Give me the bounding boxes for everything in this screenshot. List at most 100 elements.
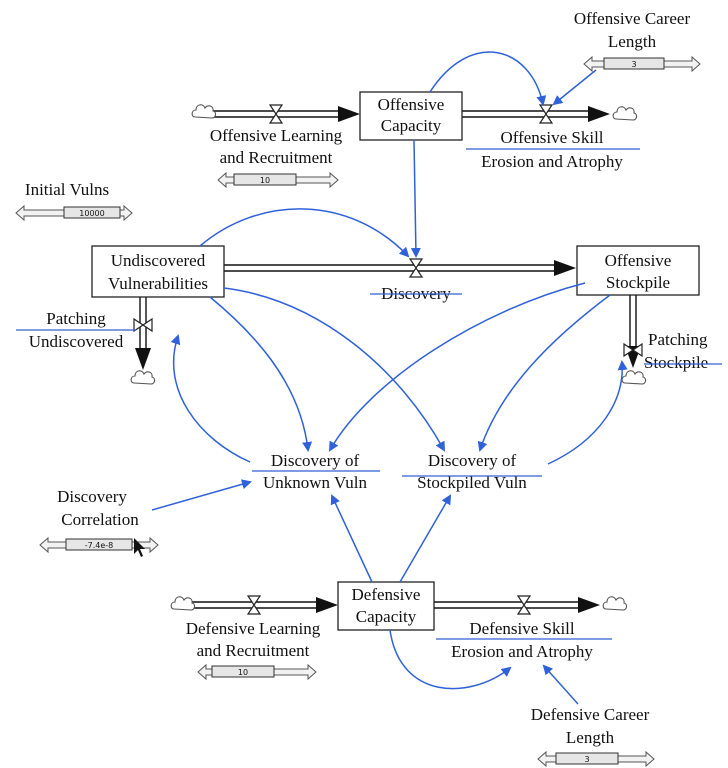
causal-link[interactable] — [199, 208, 410, 258]
causal-link[interactable] — [399, 494, 452, 583]
flow-label: Undiscovered — [29, 332, 124, 351]
param-label: Offensive Career — [574, 9, 691, 28]
value-slider[interactable]: 10000 — [15, 204, 133, 222]
stock-label: Capacity — [356, 607, 417, 626]
param-defensive-learning-rate[interactable]: 10 — [197, 663, 317, 681]
variable-label: Discovery of — [428, 451, 517, 470]
valve-icon — [246, 595, 262, 615]
causal-link[interactable] — [170, 334, 251, 463]
flow-patching-undiscovered[interactable]: Patching Undiscovered — [16, 309, 136, 351]
variable-discovery-stockpiled[interactable]: Discovery of Stockpiled Vuln — [402, 451, 542, 492]
stock-label: Vulnerabilities — [108, 274, 208, 293]
flow-defensive-erosion[interactable]: Defensive Skill Erosion and Atrophy — [436, 619, 612, 661]
stock-offensive-capacity[interactable]: Offensive Capacity — [359, 91, 463, 141]
flow-patching-stockpile[interactable]: Patching Stockpile — [644, 330, 722, 372]
causal-link[interactable] — [151, 479, 252, 511]
patching-stockpile-pipe — [625, 295, 641, 368]
causal-link[interactable] — [209, 296, 313, 452]
slider-value: -7.4e-8 — [85, 541, 114, 550]
value-slider[interactable]: 3 — [537, 750, 655, 768]
flow-label: Patching — [648, 330, 708, 349]
value-slider[interactable]: 10 — [197, 663, 317, 681]
flow-offensive-erosion[interactable]: Offensive Skill Erosion and Atrophy — [466, 128, 640, 171]
flow-label: Stockpile — [644, 353, 708, 372]
valve-icon — [268, 104, 284, 124]
stock-undiscovered-vulnerabilities[interactable]: Undiscovered Vulnerabilities — [91, 245, 225, 298]
param-discovery-correlation[interactable]: Discovery Correlation -7.4e-8 — [39, 487, 159, 557]
cloud-icon — [191, 104, 217, 119]
cloud-icon — [621, 370, 647, 385]
flow-defensive-learning[interactable]: Defensive Learning and Recruitment — [186, 619, 321, 660]
variable-label: Discovery of — [271, 451, 360, 470]
stock-label: Offensive — [378, 95, 445, 114]
flow-label: Offensive Learning — [210, 126, 343, 145]
slider-value: 10000 — [79, 209, 104, 218]
stock-label: Stockpile — [606, 273, 670, 292]
flow-label: Erosion and Atrophy — [451, 642, 593, 661]
param-offensive-learning-rate[interactable]: 10 — [217, 171, 339, 189]
variable-label: Stockpiled Vuln — [417, 473, 527, 492]
param-defensive-career-length[interactable]: Defensive Career Length 3 — [531, 705, 655, 768]
stock-defensive-capacity[interactable]: Defensive Capacity — [337, 581, 435, 631]
slider-value: 10 — [238, 668, 248, 677]
flow-offensive-learning[interactable]: Offensive Learning and Recruitment — [210, 126, 343, 167]
flow-label: and Recruitment — [197, 641, 310, 660]
slider-value: 3 — [584, 755, 589, 764]
flow-label: Offensive Skill — [500, 128, 603, 147]
causal-link[interactable] — [389, 629, 512, 690]
cloud-icon — [602, 596, 628, 611]
flow-label: Erosion and Atrophy — [481, 152, 623, 171]
stock-label: Undiscovered — [111, 251, 206, 270]
param-label: Discovery — [57, 487, 127, 506]
valve-icon — [538, 104, 554, 124]
flow-label: Patching — [46, 309, 106, 328]
stock-label: Offensive — [605, 251, 672, 270]
stock-label: Defensive — [352, 585, 421, 604]
cloud-icon — [130, 370, 156, 385]
variable-label: Unknown Vuln — [263, 473, 367, 492]
flow-label: and Recruitment — [220, 148, 333, 167]
discovery-pipe — [224, 260, 576, 276]
causal-link[interactable] — [547, 360, 628, 465]
param-offensive-career-length[interactable]: Offensive Career Length 3 — [574, 9, 701, 73]
slider-value: 3 — [631, 60, 636, 69]
patching-undiscovered-pipe — [135, 297, 151, 370]
causal-link[interactable] — [330, 494, 373, 583]
causal-links — [151, 51, 628, 705]
param-label: Length — [566, 728, 615, 747]
param-label: Initial Vulns — [25, 180, 109, 199]
causal-link[interactable] — [429, 51, 547, 106]
param-initial-vulns[interactable]: Initial Vulns 10000 — [15, 180, 133, 222]
causal-link[interactable] — [552, 69, 597, 106]
flow-discovery[interactable]: Discovery — [370, 284, 462, 303]
valve-icon — [623, 342, 643, 358]
value-slider[interactable]: 10 — [217, 171, 339, 189]
valve-icon — [408, 258, 424, 278]
valve-icon — [133, 317, 153, 333]
cursor-icon — [134, 538, 145, 557]
slider-value: 10 — [260, 176, 270, 185]
causal-link[interactable] — [542, 664, 579, 705]
offensive-erosion-pipe — [462, 106, 610, 122]
defensive-learning-pipe — [191, 597, 338, 613]
cloud-icon — [612, 106, 638, 121]
param-label: Defensive Career — [531, 705, 650, 724]
defensive-erosion-pipe — [434, 597, 600, 613]
value-slider[interactable]: 3 — [583, 55, 701, 73]
causal-link[interactable] — [223, 287, 445, 452]
stock-offensive-stockpile[interactable]: Offensive Stockpile — [576, 245, 700, 296]
cloud-icon — [170, 596, 196, 611]
causal-link[interactable] — [410, 139, 421, 258]
flow-label: Defensive Learning — [186, 619, 321, 638]
flow-label: Defensive Skill — [469, 619, 575, 638]
param-label: Correlation — [61, 510, 139, 529]
variable-discovery-unknown[interactable]: Discovery of Unknown Vuln — [252, 451, 380, 492]
causal-link[interactable] — [329, 282, 586, 452]
valve-icon — [516, 595, 532, 615]
causal-link[interactable] — [477, 294, 611, 452]
stock-label: Capacity — [381, 116, 442, 135]
offensive-learning-pipe — [212, 106, 360, 122]
value-slider[interactable]: -7.4e-8 — [39, 536, 159, 554]
